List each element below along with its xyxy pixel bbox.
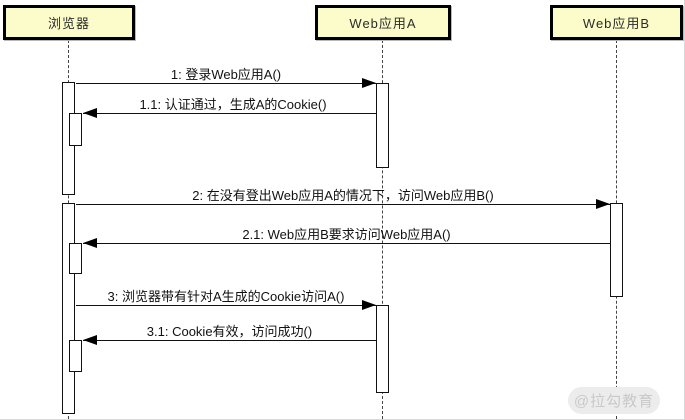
watermark-text: @拉勾教育: [573, 393, 655, 410]
activation-webapp-b-1: [610, 203, 623, 297]
message-3-1-arrowhead-icon: [83, 335, 97, 345]
activation-webapp-a-1: [376, 83, 389, 168]
message-1-line: [76, 83, 376, 84]
lifeline-label-browser: 浏览器: [47, 16, 90, 31]
message-3-label: 3: 浏览器带有针对A生成的Cookie访问A(): [107, 289, 345, 304]
lifeline-head-webapp-a: Web应用A: [315, 5, 451, 40]
message-2-line: [76, 204, 610, 205]
message-1-1-arrowhead-icon: [83, 108, 97, 118]
message-2-1-arrowhead-icon: [83, 238, 97, 248]
message-3-line: [76, 305, 376, 306]
message-3-1-line: [83, 340, 376, 341]
activation-browser-3-nested: [69, 340, 82, 372]
lifeline-head-webapp-b: Web应用B: [550, 5, 683, 40]
message-1-1-line: [83, 113, 376, 114]
lifeline-label-webapp-b: Web应用B: [582, 16, 651, 31]
activation-browser-2-nested: [69, 243, 82, 274]
message-2-1-line: [83, 243, 610, 244]
lifeline-label-webapp-a: Web应用A: [349, 16, 417, 31]
message-1-arrowhead-icon: [362, 78, 376, 88]
activation-webapp-a-2: [376, 305, 389, 393]
message-1-1-label: 1.1: 认证通过，生成A的Cookie(): [139, 97, 327, 112]
message-3-arrowhead-icon: [362, 300, 376, 310]
watermark-badge: @拉勾教育: [568, 387, 660, 414]
lifeline-head-browser: 浏览器: [3, 5, 135, 40]
message-2-1-label: 2.1: Web应用B要求访问Web应用A(): [242, 227, 451, 242]
message-2-arrowhead-icon: [596, 199, 610, 209]
message-2-label: 2: 在没有登出Web应用A的情况下，访问Web应用B(): [192, 188, 494, 203]
activation-browser-2: [62, 203, 75, 414]
message-3-1-label: 3.1: Cookie有效，访问成功(): [146, 324, 313, 339]
activation-browser-1-nested: [69, 113, 82, 146]
lifeline-webapp-a: [382, 40, 383, 419]
message-1-label: 1: 登录Web应用A(): [170, 67, 282, 82]
